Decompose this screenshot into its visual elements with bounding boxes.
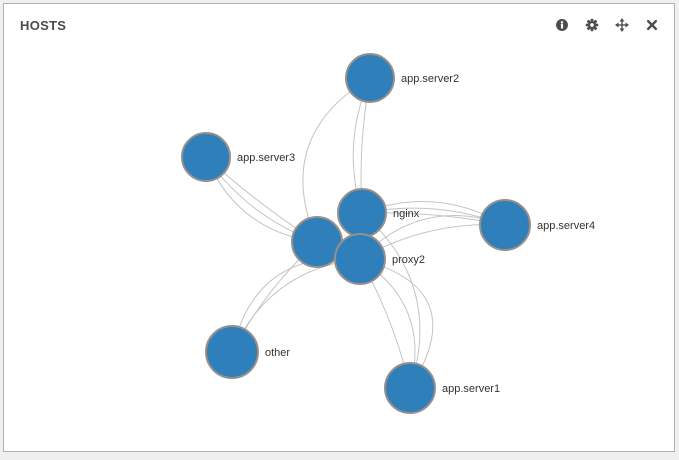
labels-layer: app.server2 app.server3 nginx proxy2 app.ser… [237, 73, 595, 395]
gear-icon[interactable] [585, 18, 599, 32]
graph-canvas[interactable]: app.server2 app.server3 nginx proxy2 app.ser… [4, 4, 674, 451]
node-label-app.server2: app.server2 [401, 73, 459, 85]
hosts-panel: app.server2 app.server3 nginx proxy2 app.ser… [3, 3, 675, 452]
node-label-app.server3: app.server3 [237, 152, 295, 164]
node-label-other: other [265, 347, 290, 359]
node-proxy2[interactable] [334, 233, 386, 285]
node-nginx[interactable] [337, 188, 387, 238]
node-app.server2[interactable] [345, 53, 395, 103]
info-icon[interactable] [555, 18, 569, 32]
node-app.server3[interactable] [181, 132, 231, 182]
node-label-app.server1: app.server1 [442, 383, 500, 395]
move-icon[interactable] [615, 18, 629, 32]
node-app.server1[interactable] [384, 362, 436, 414]
node-label-proxy2: proxy2 [392, 254, 425, 266]
node-label-app.server4: app.server4 [537, 220, 595, 232]
graph-edge [359, 258, 434, 389]
graph-edge [302, 77, 371, 243]
node-label-nginx: nginx [393, 208, 420, 220]
node-app.server4[interactable] [479, 199, 531, 251]
nodes-layer [181, 53, 531, 414]
close-icon[interactable] [645, 18, 659, 32]
node-other[interactable] [205, 325, 259, 379]
panel-toolbar [555, 18, 659, 32]
